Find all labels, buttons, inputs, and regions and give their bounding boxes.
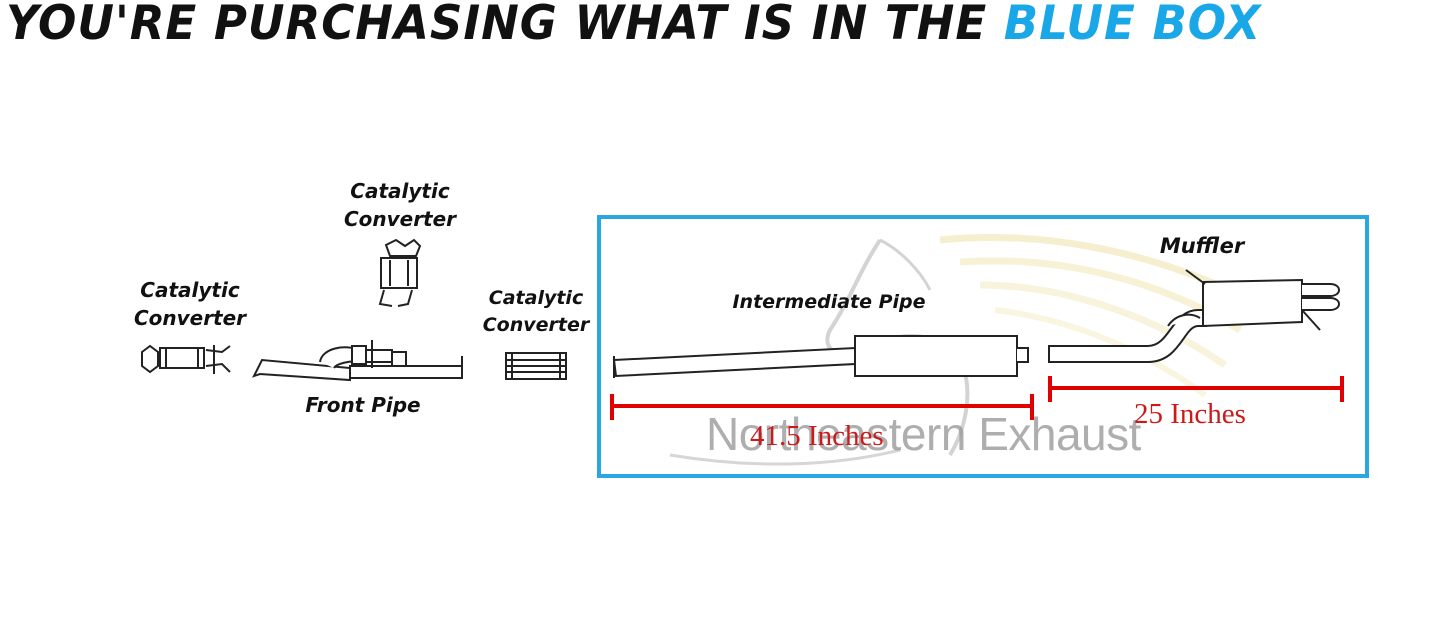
headline-highlight: BLUE BOX bbox=[1003, 0, 1262, 51]
label-cat3-line2: Converter bbox=[482, 314, 590, 336]
label-catalytic-converter-2: Catalytic Converter bbox=[328, 177, 472, 233]
label-cat1-line1: Catalytic bbox=[140, 278, 240, 302]
muffler-drawing bbox=[1048, 269, 1340, 363]
headline: YOU'RE PURCHASING WHAT IS IN THE BLUE BO… bbox=[6, 0, 1388, 51]
label-catalytic-converter-3: Catalytic Converter bbox=[466, 285, 606, 339]
watermark-text: Northeastern Exhaust bbox=[706, 408, 1141, 460]
label-front-pipe: Front Pipe bbox=[305, 393, 421, 417]
label-cat2-line1: Catalytic bbox=[350, 179, 450, 203]
headline-main: YOU'RE PURCHASING WHAT IS IN THE bbox=[6, 0, 1004, 51]
label-cat3-line1: Catalytic bbox=[488, 287, 584, 309]
blue-selection-box bbox=[597, 215, 1369, 478]
measurement-muffler: 25 Inches bbox=[1134, 398, 1246, 430]
label-muffler: Muffler bbox=[1159, 234, 1245, 258]
label-cat2-line2: Converter bbox=[343, 207, 457, 231]
intermediate-pipe-drawing bbox=[612, 335, 1029, 378]
measure-line-intermediate bbox=[610, 394, 1034, 420]
measurement-intermediate: 41.5 Inches bbox=[750, 420, 884, 452]
label-cat1-line2: Converter bbox=[133, 306, 247, 330]
catalytic-converter-3-drawing bbox=[505, 352, 567, 380]
catalytic-converter-1-drawing bbox=[141, 344, 231, 374]
label-catalytic-converter-1: Catalytic Converter bbox=[118, 276, 262, 332]
front-pipe-drawing bbox=[252, 340, 463, 382]
catalytic-converter-2-drawing bbox=[378, 238, 422, 307]
measure-line-muffler bbox=[1048, 376, 1344, 402]
label-intermediate-pipe: Intermediate Pipe bbox=[732, 291, 926, 313]
